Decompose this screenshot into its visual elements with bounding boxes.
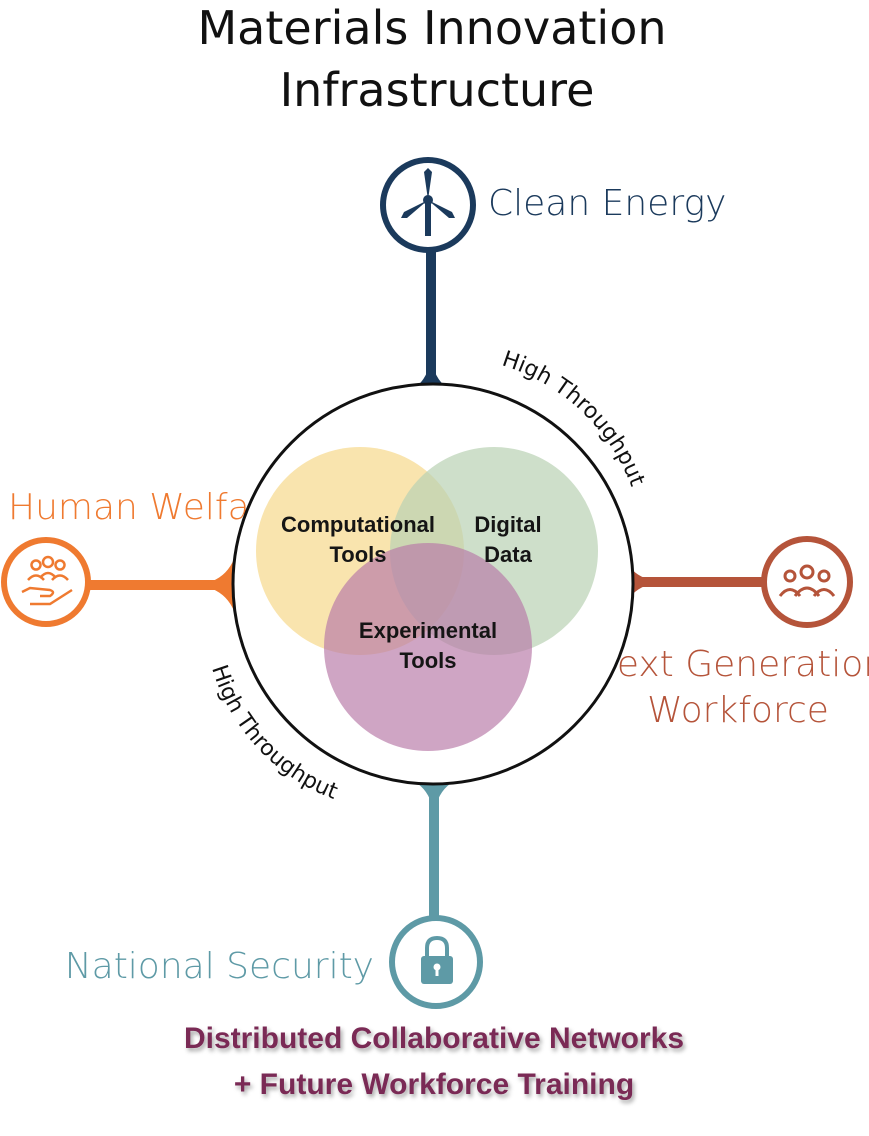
footer-line-2: + Future Workforce Training (234, 1068, 634, 1101)
clean-energy-node: Clean Energy (380, 157, 726, 398)
next-gen-workforce-label-line-1: Next Generation (590, 644, 869, 685)
padlock-icon (421, 935, 453, 984)
human-welfare-stem (90, 580, 240, 590)
human-welfare-node: Human Welfare (1, 487, 286, 627)
next-gen-workforce-flare (620, 545, 668, 620)
venn-computational-line-2: Tools (329, 542, 386, 567)
venn-digital-line-1: Digital (474, 512, 541, 537)
venn-computational-line-1: Computational (281, 512, 435, 537)
clean-energy-stem (426, 238, 436, 388)
footer-line-1: Distributed Collaborative Networks (184, 1022, 684, 1055)
human-welfare-label: Human Welfare (8, 487, 286, 528)
clean-energy-label: Clean Energy (488, 183, 726, 224)
national-security-stem (429, 780, 439, 920)
title-line-2: Infrastructure (280, 63, 595, 117)
venn-diagram: Computational Tools Digital Data Experim… (256, 447, 598, 751)
hand-people-icon (21, 555, 73, 606)
national-security-label: National Security (65, 946, 374, 987)
human-welfare-ring (1, 537, 91, 627)
next-gen-workforce-label-line-2: Workforce (647, 690, 829, 731)
next-gen-workforce-ring (761, 536, 853, 628)
title-line-1: Materials Innovation (197, 1, 666, 55)
next-gen-workforce-node: Next Generation Workforce (590, 536, 869, 731)
human-welfare-flare (190, 545, 238, 625)
venn-experimental-line-2: Tools (399, 648, 456, 673)
wind-turbine-icon (401, 168, 455, 236)
venn-experimental-circle (324, 543, 532, 751)
venn-experimental-line-1: Experimental (359, 618, 497, 643)
clean-energy-flare (388, 350, 474, 398)
national-security-flare (392, 774, 476, 822)
next-gen-workforce-stem (620, 577, 765, 587)
footer: Distributed Collaborative Networks + Fut… (184, 1022, 684, 1101)
national-security-node: National Security (65, 774, 483, 1009)
people-group-icon (778, 564, 836, 597)
venn-digital-line-2: Data (484, 542, 532, 567)
